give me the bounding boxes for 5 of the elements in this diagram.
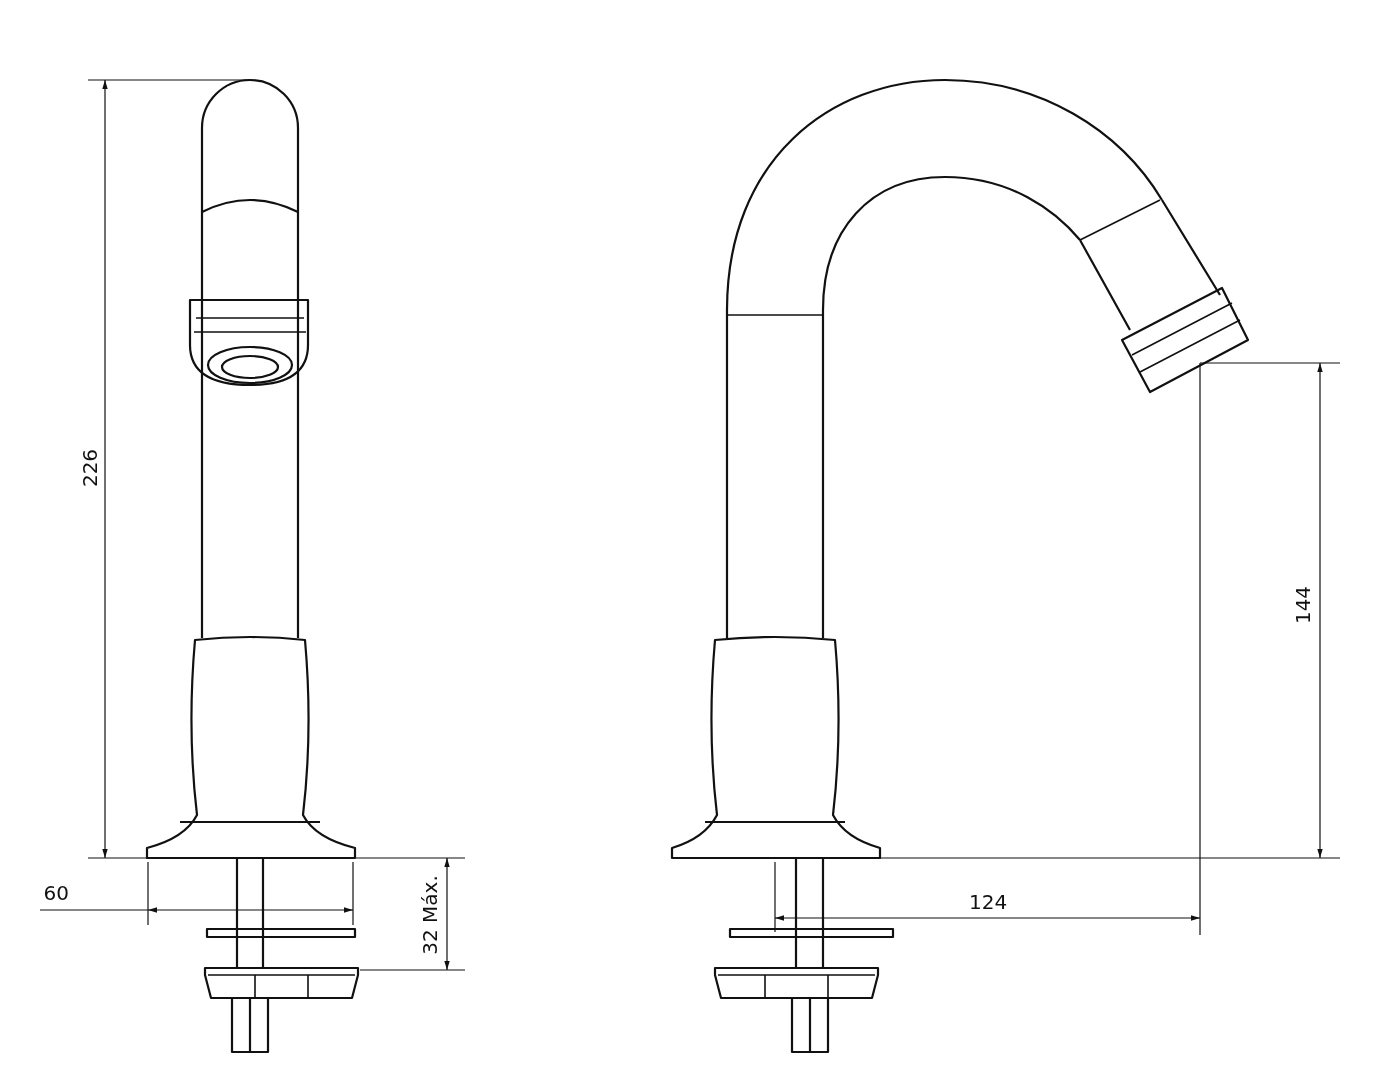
- dimension-value: 124: [969, 892, 1008, 912]
- dimension-value: 226: [80, 448, 101, 488]
- dimension-value: 32 Máx.: [419, 875, 440, 955]
- dimension-value: 60: [43, 883, 69, 903]
- dimension-value: 144: [1293, 585, 1314, 625]
